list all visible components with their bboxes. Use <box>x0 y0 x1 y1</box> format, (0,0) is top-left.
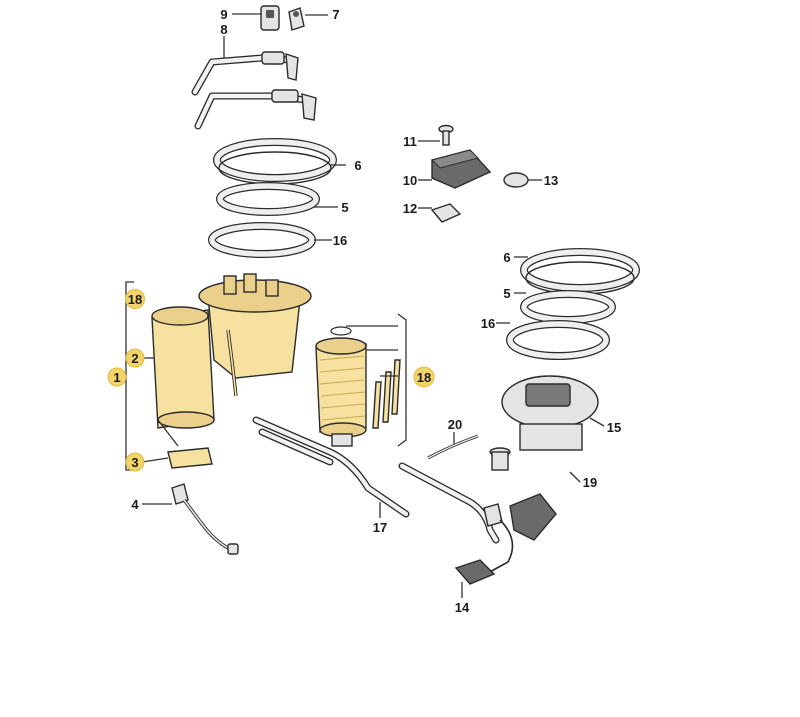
part-13-cap <box>503 172 529 188</box>
callout-bg-2 <box>125 348 145 368</box>
callout-18-left: 18 <box>128 292 142 307</box>
part-3-level-sensor <box>157 419 213 469</box>
bracket-left <box>125 281 134 471</box>
part-16-seal <box>208 222 316 258</box>
callout-bg-3 <box>125 452 145 472</box>
part-15-flange <box>489 375 599 471</box>
callout-17: 17 <box>373 520 387 535</box>
part-17-hose <box>252 416 410 518</box>
callout-11: 11 <box>403 134 417 149</box>
part-16-seal-right <box>506 320 610 360</box>
callout-bg-18-right <box>413 366 435 388</box>
part-5-seal <box>216 182 320 216</box>
callout-8: 8 <box>220 22 227 37</box>
part-20-wire <box>427 434 479 460</box>
callout-3: 3 <box>131 455 138 470</box>
part-14-level-sensor <box>454 559 496 585</box>
callout-bg-18-left <box>125 289 145 309</box>
callout-15: 15 <box>607 420 621 435</box>
part-8-hose-assembly <box>191 51 317 130</box>
callout-7: 7 <box>332 7 339 22</box>
callout-4: 4 <box>131 497 139 512</box>
callout-5-right: 5 <box>503 286 510 301</box>
callout-2: 2 <box>131 351 138 366</box>
callout-5-left: 5 <box>341 200 348 215</box>
callout-9: 9 <box>220 7 227 22</box>
part-4-wire <box>171 483 239 555</box>
leader-lines <box>141 13 605 598</box>
part-7-connector <box>288 7 305 31</box>
part-12-clip <box>430 203 462 223</box>
callout-13: 13 <box>544 173 558 188</box>
part-11-screw <box>438 124 454 146</box>
callout-19: 19 <box>583 475 597 490</box>
part-9-clip <box>260 5 280 31</box>
part-5-seal-right <box>520 290 616 324</box>
part-18-filter <box>315 326 401 447</box>
part-2-pump-housing <box>151 306 215 429</box>
callout-6-left: 6 <box>354 158 361 173</box>
callout-bg-1 <box>107 367 127 387</box>
callout-1: 1 <box>113 370 120 385</box>
part-18-upper-pot <box>198 273 312 397</box>
callout-14: 14 <box>455 600 470 615</box>
callout-10: 10 <box>403 173 417 188</box>
callout-16-right: 16 <box>481 316 495 331</box>
part-6-lock-ring <box>213 138 337 185</box>
callout-6-right: 6 <box>503 250 510 265</box>
part-10-control-unit <box>431 149 492 189</box>
part-6-lock-ring-right <box>520 248 640 295</box>
callout-18-right: 18 <box>417 370 431 385</box>
callout-20: 20 <box>448 417 462 432</box>
bracket-right <box>397 313 407 447</box>
part-19-hose <box>398 462 557 575</box>
callout-12: 12 <box>403 201 417 216</box>
callout-16-left: 16 <box>333 233 347 248</box>
